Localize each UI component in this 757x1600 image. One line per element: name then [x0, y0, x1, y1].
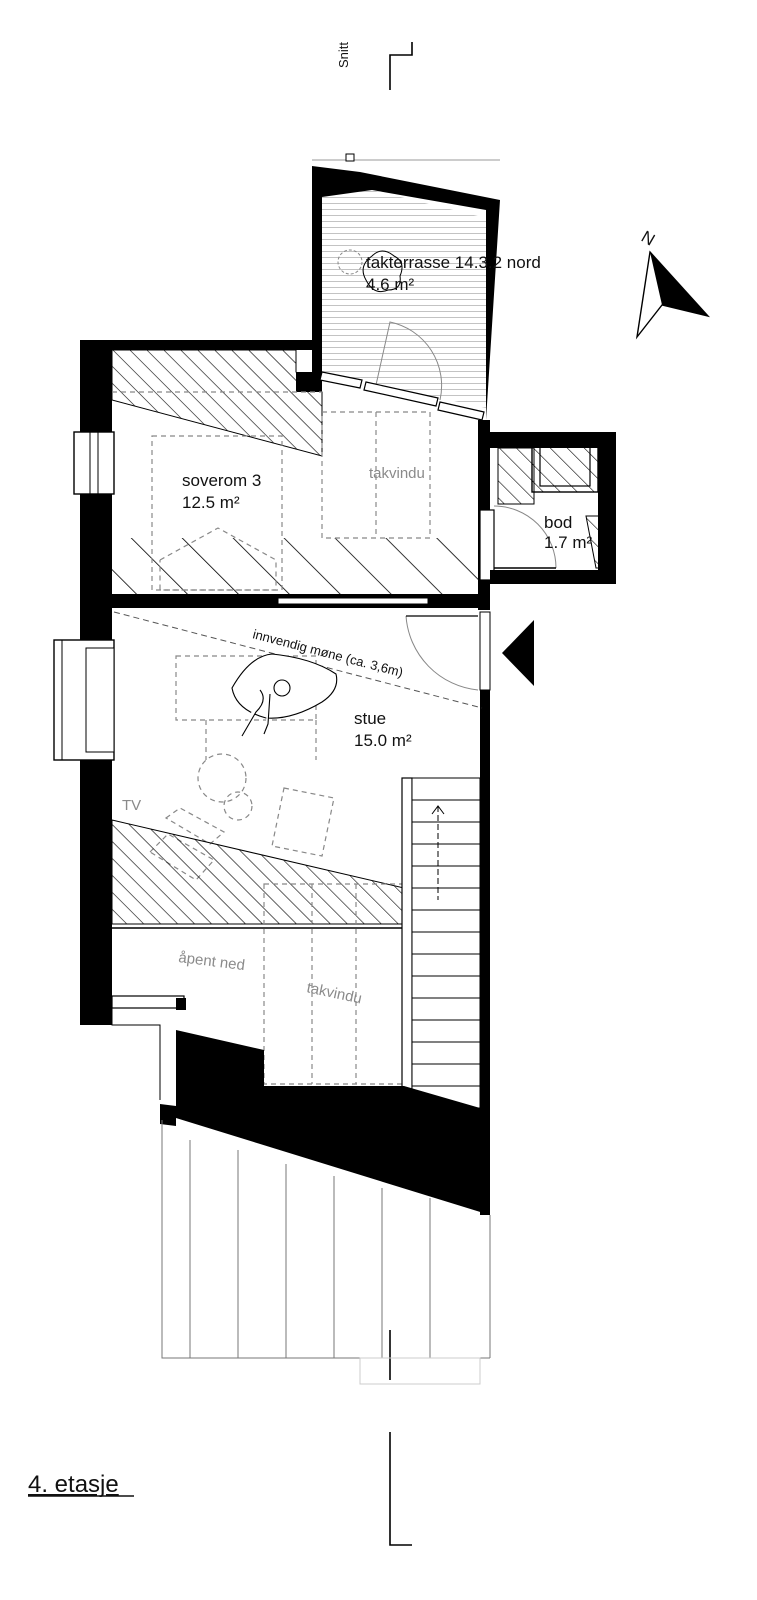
plant-icon — [337, 249, 403, 293]
floor-title: 4. etasje — [28, 1471, 119, 1498]
door-swing-icon — [405, 615, 479, 691]
window — [73, 431, 115, 495]
bod-shelf — [531, 439, 599, 493]
open-below-label: åpent ned — [178, 949, 246, 974]
skylight-outline — [263, 883, 405, 1085]
right-wall — [480, 690, 490, 1215]
terrace-wall — [312, 166, 500, 420]
bod-wall — [490, 432, 616, 584]
sloped-ceiling-hatch — [111, 349, 323, 457]
door-swing-icon — [493, 505, 557, 569]
window — [111, 995, 186, 1100]
low-ceiling-zone — [112, 538, 478, 594]
takterrasse-area: 4.6 m² — [366, 275, 415, 294]
bod-name: bod — [544, 513, 572, 532]
bottom-wall — [176, 1030, 490, 1215]
window — [80, 985, 112, 1025]
entrance-arrow-icon — [502, 620, 534, 686]
bed-outline — [112, 391, 431, 591]
takvindu-upper-label: takvindu — [369, 465, 425, 482]
takterrasse-name: takterrasse 14.3.2 nord — [366, 253, 541, 272]
tv-label: TV — [122, 797, 141, 814]
door-swing-icon — [375, 321, 443, 401]
sloped-ceiling-hatch — [111, 819, 405, 925]
stair-arrow-icon — [431, 805, 445, 900]
soverom-area: 12.5 m² — [182, 493, 240, 512]
north-label: N — [638, 227, 658, 250]
stue-name: stue — [354, 709, 386, 728]
north-arrow-icon — [635, 250, 711, 340]
person-figure-icon — [231, 653, 338, 737]
bod-area: 1.7 m² — [544, 533, 593, 552]
soverom-name: soverom 3 — [182, 471, 261, 490]
top-wall — [80, 340, 320, 350]
section-marker-icon — [389, 42, 413, 1546]
stair-icon — [401, 777, 481, 1109]
section-label: Snitt — [336, 42, 351, 68]
roof-below — [161, 1120, 491, 1385]
takvindu-lower-label: takvindu — [305, 979, 363, 1007]
terrace-deck — [322, 190, 486, 408]
stair-treads — [412, 799, 480, 1087]
stue-area: 15.0 m² — [354, 731, 412, 750]
